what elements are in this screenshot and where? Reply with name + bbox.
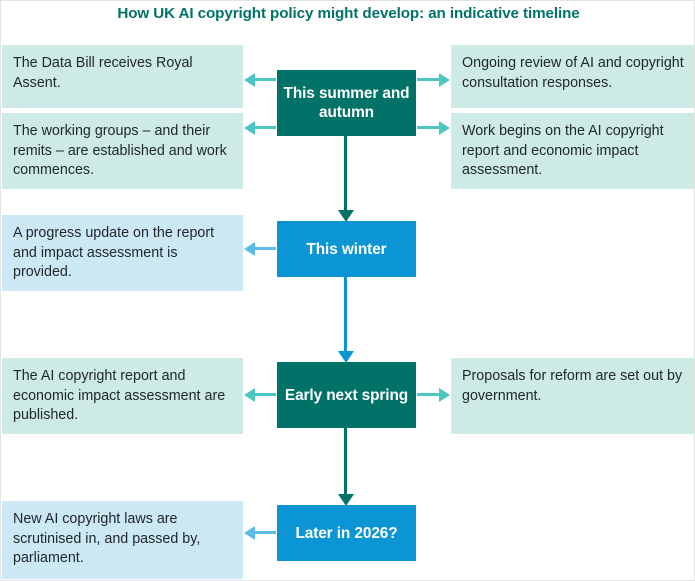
stage-winter-left-item-1: A progress update on the report and impa… [2,215,243,291]
stage-node-early-next-spring[interactable]: Early next spring [277,362,416,428]
stage-summer-autumn-left-item-2: The working groups – and their remits – … [2,113,243,189]
connector-early-next-spring-to-later-2026 [338,428,354,506]
arrow-head-left-icon [244,242,255,256]
connector-shaft [344,428,348,494]
connector-shaft [344,136,348,210]
connector-summer-autumn-to-winter [338,136,354,222]
arrow-shaft [253,393,276,397]
page-title: How UK AI copyright policy might develop… [117,5,580,22]
arrow-shaft [253,78,276,82]
arrow-early-next-spring-to-left-1 [244,388,276,402]
stage-summer-autumn-right-item-1: Ongoing review of AI and copyright consu… [451,45,694,108]
item-text: The working groups – and their remits – … [13,123,227,178]
connector-winter-to-early-next-spring [338,277,354,363]
arrow-head-left-icon [244,388,255,402]
arrow-head-down-icon [338,210,354,222]
stage-node-later-2026[interactable]: Later in 2026? [277,505,416,561]
arrow-head-left-icon [244,526,255,540]
arrow-head-right-icon [439,121,450,135]
node-label: This summer and autumn [283,85,410,121]
arrow-winter-to-left-1 [244,242,276,256]
item-text: The AI copyright report and economic imp… [13,368,226,423]
arrow-head-right-icon [439,388,450,402]
arrow-shaft [417,78,441,82]
arrow-head-down-icon [338,494,354,506]
stage-later-2026-left-item-1: New AI copyright laws are scrutinised in… [2,501,243,579]
item-text: Work begins on the AI copyright report a… [462,123,664,178]
arrow-summer-autumn-to-left-2 [244,121,276,135]
item-text: Proposals for reform are set out by gove… [462,368,683,404]
node-label: Later in 2026? [295,524,398,542]
item-text: Ongoing review of AI and copyright consu… [462,55,684,91]
item-text: New AI copyright laws are scrutinised in… [13,511,201,566]
arrow-summer-autumn-to-right-2 [417,121,450,135]
arrow-head-down-icon [338,351,354,363]
arrow-shaft [253,531,276,535]
connector-shaft [344,277,348,351]
node-label: Early next spring [284,386,409,404]
stage-summer-autumn-left-item-1: The Data Bill receives Royal Assent. [2,45,243,108]
stage-early-next-spring-right-item-1: Proposals for reform are set out by gove… [451,358,694,434]
arrow-summer-autumn-to-left-1 [244,73,276,87]
stage-summer-autumn-right-item-2: Work begins on the AI copyright report a… [451,113,694,189]
item-text: A progress update on the report and impa… [13,225,215,280]
arrow-shaft [253,247,276,251]
arrow-head-right-icon [439,73,450,87]
arrow-head-left-icon [244,73,255,87]
node-label: This winter [306,240,387,258]
arrow-summer-autumn-to-right-1 [417,73,450,87]
stage-node-summer-autumn[interactable]: This summer and autumn [277,70,416,136]
item-text: The Data Bill receives Royal Assent. [13,55,193,91]
arrow-head-left-icon [244,121,255,135]
arrow-shaft [253,126,276,130]
stage-early-next-spring-left-item-1: The AI copyright report and economic imp… [2,358,243,434]
arrow-early-next-spring-to-right-1 [417,388,450,402]
arrow-shaft [417,393,441,397]
stage-node-winter[interactable]: This winter [277,221,416,277]
arrow-shaft [417,126,441,130]
arrow-later-2026-to-left-1 [244,526,276,540]
